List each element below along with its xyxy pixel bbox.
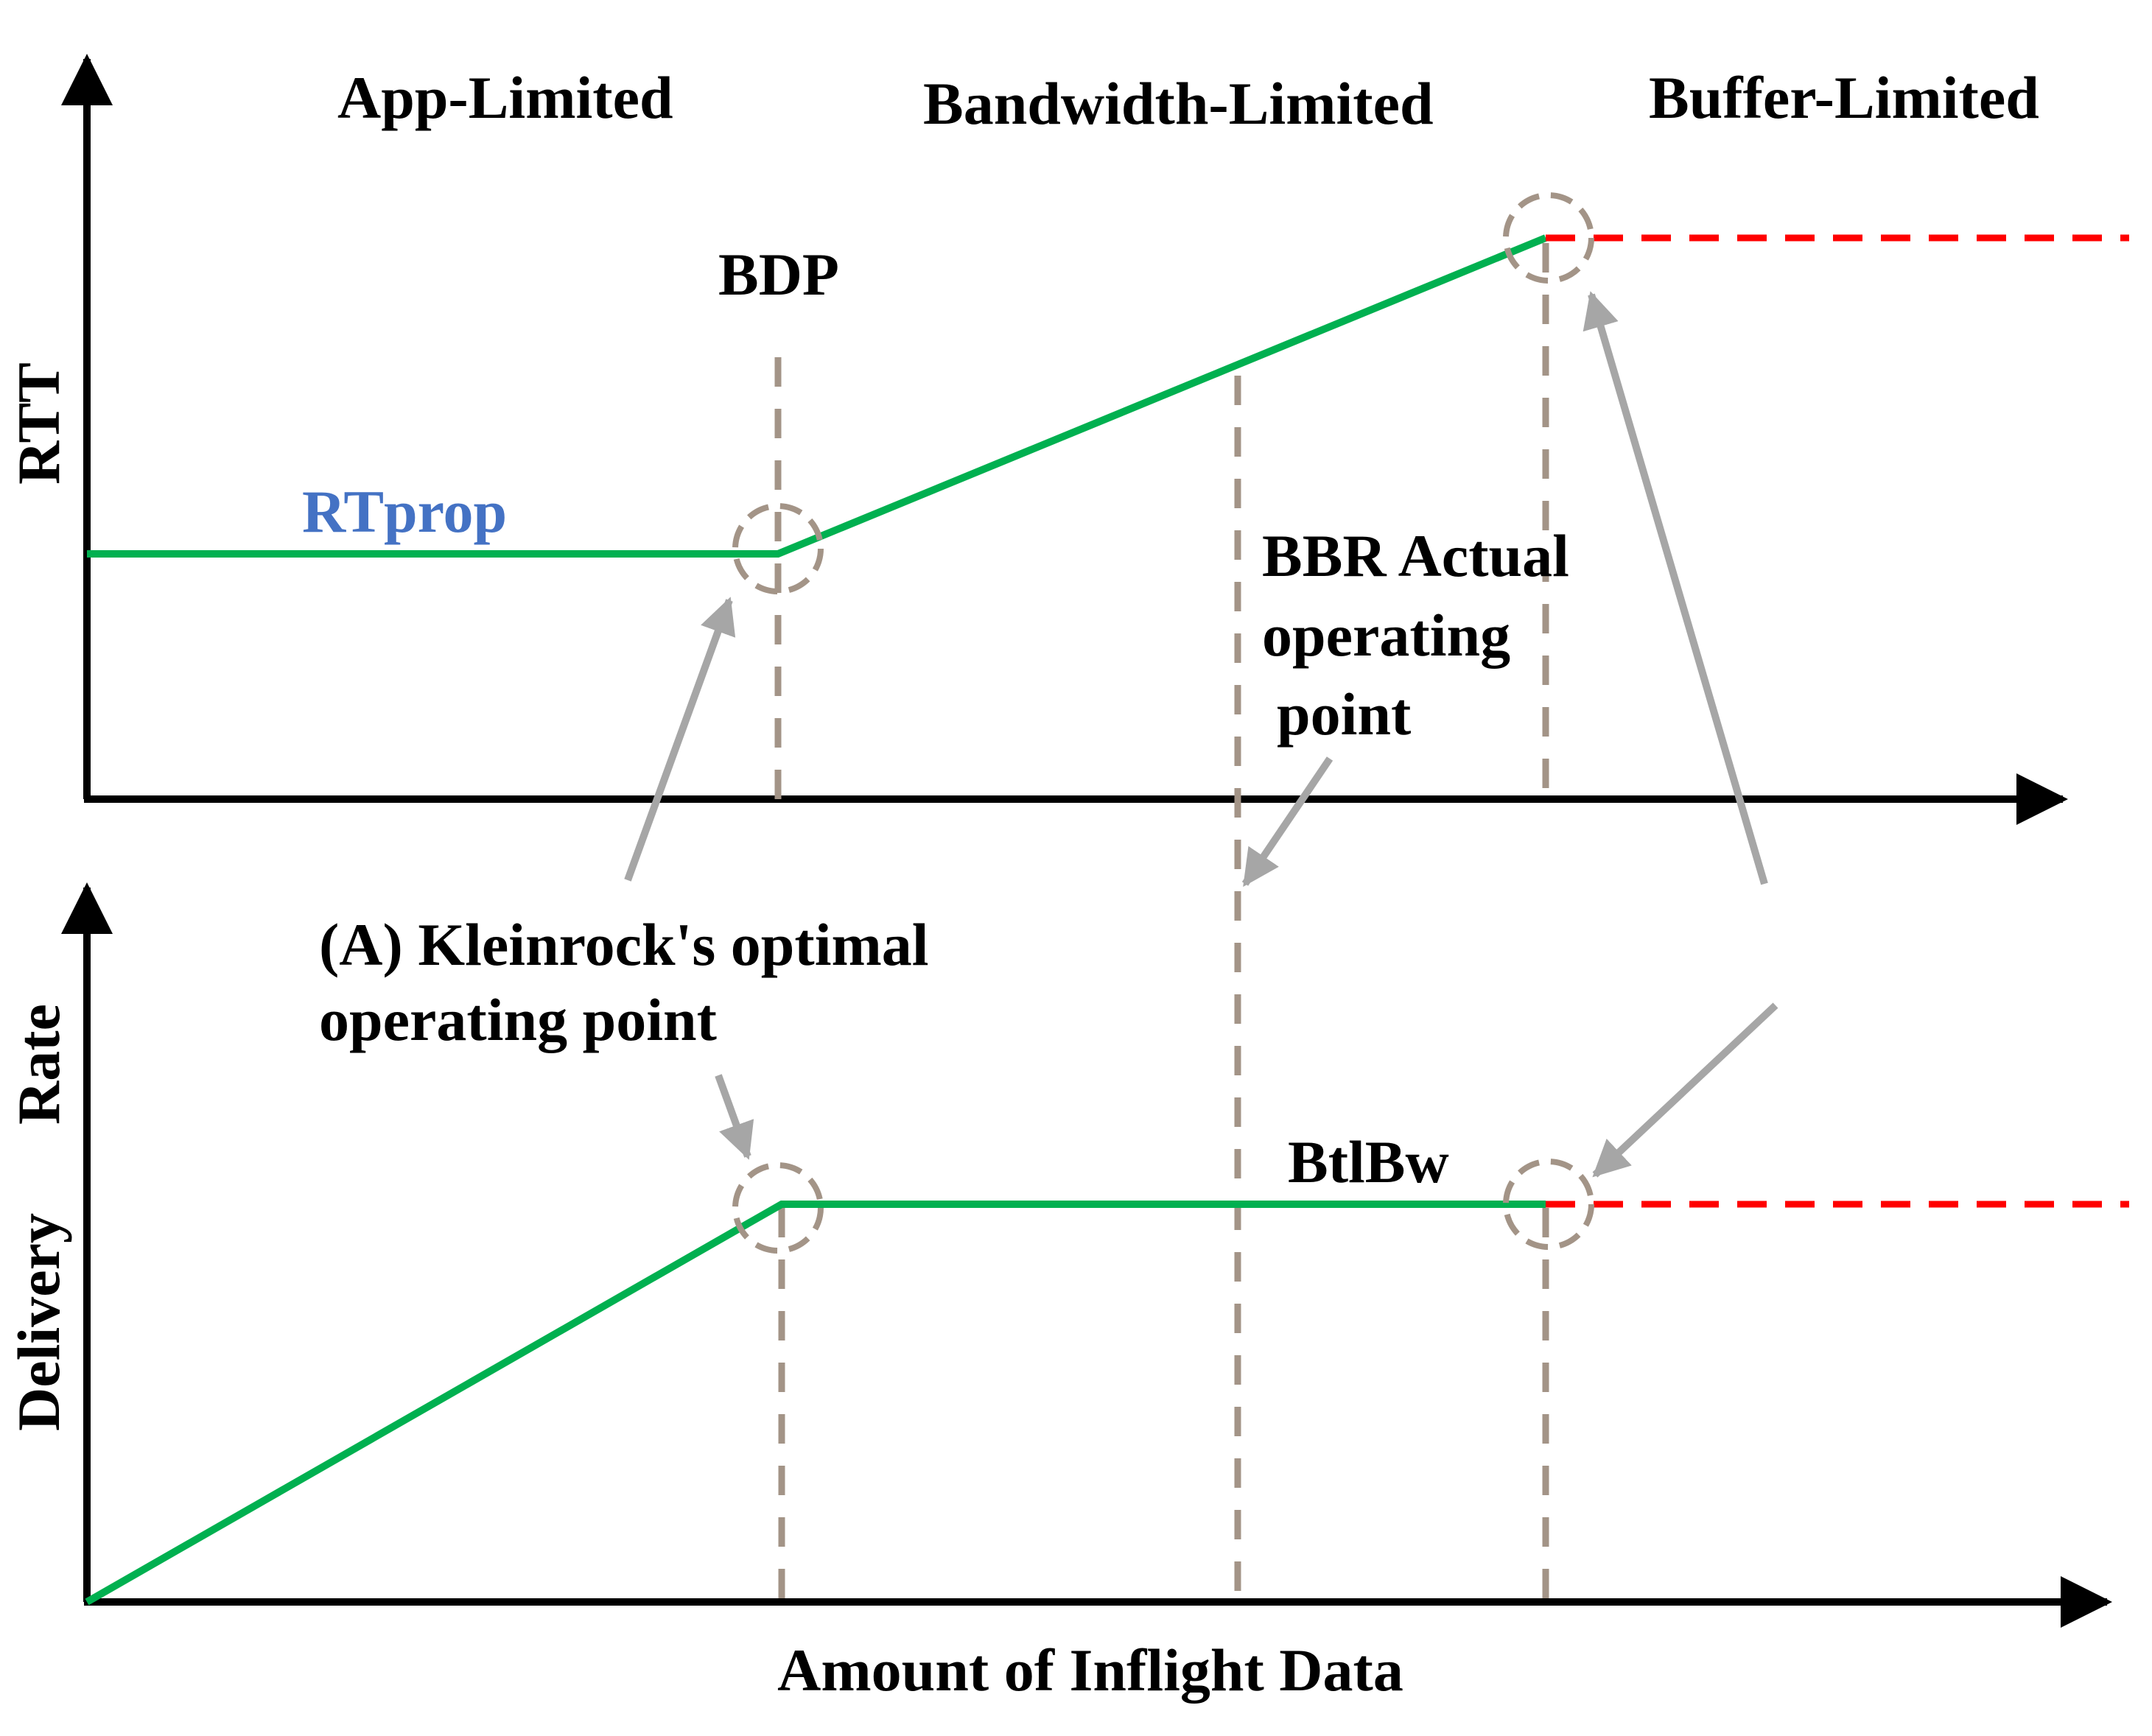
kleinrock-point-bottom-circle xyxy=(732,1162,824,1254)
top-y-axis-label: RTT xyxy=(5,362,72,485)
bottom-y-axis-label-rate: Rate xyxy=(5,1004,72,1125)
kleinrock-label-line1: (A) Kleinrock's optimal xyxy=(319,911,929,978)
region-buffer-limited: Buffer-Limited xyxy=(1649,64,2039,131)
buffer-arrow-bottom xyxy=(1592,1002,1778,1178)
buffer-point-top-circle xyxy=(1503,192,1594,284)
kleinrock-arrow-top xyxy=(624,597,736,882)
rtprop-label: RTprop xyxy=(302,478,507,545)
bbr-label-line3: point xyxy=(1277,681,1411,748)
kleinrock-label-line2: operating point xyxy=(319,986,717,1053)
kleinrock-point-top-circle xyxy=(732,503,824,594)
rtt-curve xyxy=(87,234,1547,558)
btlbw-label: BtlBw xyxy=(1288,1128,1449,1195)
kleinrock-arrow-bottom xyxy=(715,1074,754,1160)
bdp-label: BDP xyxy=(718,241,839,308)
bottom-y-axis-label-delivery: Delivery xyxy=(5,1213,72,1431)
bbr-label-line1: BBR Actual xyxy=(1262,522,1569,589)
buffer-point-bottom-circle xyxy=(1503,1159,1594,1250)
bbr-label-line2: operating xyxy=(1262,602,1510,669)
region-app-limited: App-Limited xyxy=(337,64,673,131)
region-bandwidth-limited: Bandwidth-Limited xyxy=(923,70,1434,137)
x-axis-label: Amount of Inflight Data xyxy=(777,1637,1403,1704)
buffer-arrow-top xyxy=(1583,291,1768,885)
bbr-arrow xyxy=(1241,756,1333,888)
delivery-rate-curve xyxy=(85,1201,1546,1606)
